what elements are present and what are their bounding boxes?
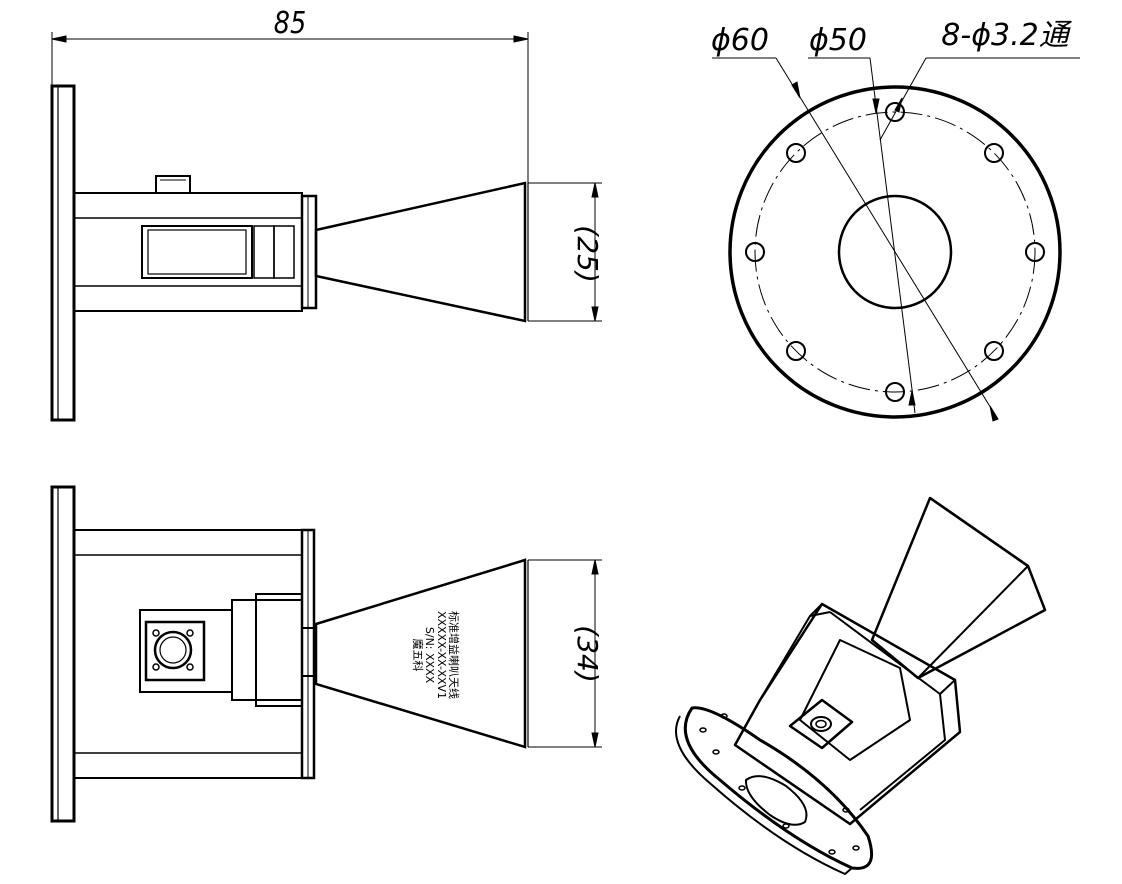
top-view: [50, 485, 529, 823]
bolt-hole: [786, 341, 806, 361]
bolt-hole: [984, 143, 1004, 163]
bolt-hole: [984, 341, 1004, 361]
top-waveguide-block: [231, 599, 303, 701]
nameplate: 标准增益喇叭天线 XXXXX-XX-XXV1 S/N: XXXX 魔五科: [411, 611, 461, 699]
leader-holes: [879, 57, 1080, 141]
front-view: [728, 85, 1062, 419]
top-connector: [139, 609, 233, 693]
side-collar: [300, 194, 318, 310]
bolt-hole: [885, 382, 905, 402]
iso-flange: [683, 706, 873, 870]
side-horn: [314, 181, 527, 323]
bolt-hole: [885, 102, 905, 122]
bolt-hole: [786, 143, 806, 163]
dim-phi60-label: ϕ60: [711, 23, 769, 58]
nameplate-line2: XXXXX-XX-XXV1: [435, 611, 448, 699]
front-aperture-circle: [837, 194, 953, 310]
front-outer-circle: [728, 85, 1062, 419]
nameplate-line4: 魔五科: [411, 639, 425, 672]
iso-horn: [870, 496, 1047, 680]
dim-aperture-25: [528, 182, 602, 322]
side-connector-window: [141, 225, 253, 279]
bolt-hole: [1025, 242, 1045, 262]
nameplate-line3: S/N: XXXX: [423, 627, 436, 684]
dim-phi50-label: ϕ50: [809, 23, 867, 58]
top-frame: [73, 529, 303, 779]
bolt-hole: [745, 242, 765, 262]
top-flange: [50, 485, 76, 823]
leader-phi60: [712, 57, 999, 422]
dim-aperture-34-label: (34): [571, 625, 604, 682]
dim-holes-label: 8-ϕ3.2通: [941, 18, 1072, 53]
dim-aperture-25-label: (25): [571, 225, 604, 282]
side-view: [50, 84, 529, 422]
isometric-view: [675, 496, 1047, 875]
nameplate-line1: 标准增益喇叭天线: [447, 611, 461, 699]
iso-body: [733, 602, 962, 826]
leader-phi50: [808, 57, 916, 414]
dim-length-85-label: 85: [274, 5, 306, 41]
dim-length-85: [51, 32, 529, 183]
top-horn: [314, 558, 527, 749]
side-flange: [50, 84, 76, 422]
iso-connector: [788, 698, 854, 750]
front-bolt-circle: [754, 111, 1036, 393]
dim-aperture-34: [528, 559, 602, 748]
side-top-boss: [155, 175, 191, 194]
side-body: [73, 192, 303, 312]
